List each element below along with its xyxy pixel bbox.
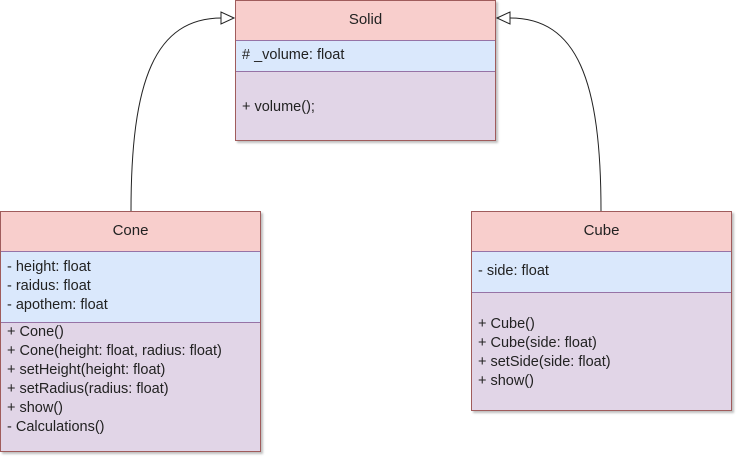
cone-to-solid-edge [130, 17, 223, 212]
cube-inheritance-arrowhead [495, 11, 511, 25]
class-cube-methods: + Cube() + Cube(side: float) + setSide(s… [472, 293, 731, 393]
attribute-apothem: - apothem: float [7, 297, 108, 313]
class-solid[interactable]: Solid # _volume: float + volume(); [235, 0, 496, 141]
cube-to-solid-edge [509, 17, 602, 212]
class-cone-name: Cone [1, 212, 260, 252]
class-cone[interactable]: Cone - height: float - raidus: float - a… [0, 211, 261, 452]
attribute-raidus: - raidus: float [7, 278, 91, 294]
cone-inheritance-arrowhead [220, 11, 236, 25]
class-cube[interactable]: Cube - side: float + Cube() + Cube(side:… [471, 211, 732, 411]
method-calculations: - Calculations() [7, 419, 105, 435]
attribute-volume: # _volume: float [242, 47, 345, 63]
class-solid-attributes: # _volume: float [236, 41, 495, 72]
class-solid-name: Solid [236, 1, 495, 41]
method-cone-default: + Cone() [7, 324, 64, 340]
method-set-side: + setSide(side: float) [478, 354, 611, 370]
method-set-radius: + setRadius(radius: float) [7, 381, 169, 397]
attribute-side: - side: float [478, 263, 549, 279]
method-set-height: + setHeight(height: float) [7, 362, 166, 378]
class-cube-name: Cube [472, 212, 731, 252]
class-cube-attributes: - side: float [472, 252, 731, 293]
method-cube-default: + Cube() [478, 316, 535, 332]
method-volume: + volume(); [242, 99, 315, 115]
method-cone-show: + show() [7, 400, 64, 416]
attribute-height: - height: float [7, 259, 91, 275]
method-cube-show: + show() [478, 373, 535, 389]
class-solid-methods: + volume(); [236, 72, 495, 119]
class-cone-attributes: - height: float - raidus: float - apothe… [1, 252, 260, 323]
method-cone-params: + Cone(height: float, radius: float) [7, 343, 222, 359]
class-cone-methods: + Cone() + Cone(height: float, radius: f… [1, 323, 260, 439]
method-cube-params: + Cube(side: float) [478, 335, 597, 351]
